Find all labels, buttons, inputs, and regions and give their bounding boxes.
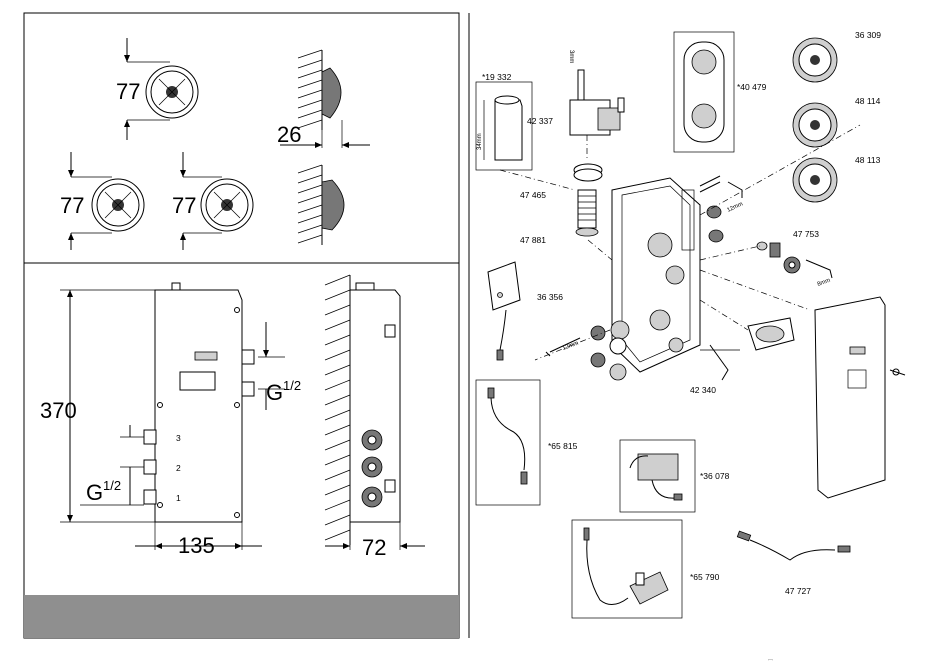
thread-fraction-left: 1/2: [103, 478, 121, 493]
port-label-3: 3: [176, 433, 181, 443]
footer-watermark: ꟷ: [768, 658, 773, 664]
label-8mm: 8mm: [817, 278, 832, 288]
control-body-side: [325, 275, 400, 545]
part-42340-valve: 42 340: [690, 318, 794, 395]
dim-77-right: 77: [172, 193, 196, 218]
dim-77-top: 77: [116, 79, 140, 104]
part-40479-plate: *40 479: [674, 32, 767, 152]
knob-side-profile: [322, 68, 341, 118]
part-36309-knob: 36 309: [793, 30, 881, 82]
label-12mm-top: 12mm: [726, 201, 744, 213]
label-36078: *36 078: [700, 471, 730, 481]
wall-hatch-top: [298, 50, 322, 130]
cover-plate: [815, 297, 905, 498]
label-65815: *65 815: [548, 441, 578, 451]
label-19332: *19 332: [482, 72, 512, 82]
label-47465: 47 465: [520, 190, 546, 200]
part-47727-cable: 47 727: [737, 531, 850, 596]
port-label-1: 1: [176, 493, 181, 503]
left-panel-footer-bar: [24, 595, 459, 638]
part-48114-knob: 48 114: [793, 96, 881, 147]
control-knob-front-left: [92, 179, 144, 231]
dim-77-left: 77: [60, 193, 84, 218]
label-36356: 36 356: [537, 292, 563, 302]
port-label-2: 2: [176, 463, 181, 473]
dim-26: 26: [277, 122, 301, 147]
label-48113: 48 113: [855, 155, 881, 165]
thread-fraction-right: 1/2: [283, 378, 301, 393]
dim-370: 370: [40, 398, 77, 423]
thread-g-right: G: [266, 380, 283, 405]
label-12mm-side: 12mm: [562, 341, 580, 352]
label-47727: 47 727: [785, 586, 811, 596]
label-34mm: 34mm: [477, 133, 483, 150]
label-47881: 47 881: [520, 235, 546, 245]
label-48114: 48 114: [855, 96, 881, 106]
thread-g-left: G: [86, 480, 103, 505]
dim-72: 72: [362, 535, 386, 560]
control-knob-front-right: [201, 179, 253, 231]
wall-hatch-mid: [298, 165, 322, 245]
label-36309: 36 309: [855, 30, 881, 40]
control-knob-front-top: [146, 66, 198, 118]
part-19332-sleeve: *19 332 34mm: [476, 72, 532, 170]
label-42340: 42 340: [690, 385, 716, 395]
label-42337: 42 337: [527, 116, 553, 126]
part-36356-sensor: 36 356: [488, 262, 563, 360]
part-65815-cable: *65 815: [476, 380, 578, 505]
control-body-front: 3 2 1: [144, 283, 254, 522]
dim-135: 135: [178, 533, 215, 558]
part-36078-module: *36 078: [620, 440, 730, 512]
part-47753-fitting: 47 753 8mm: [757, 229, 832, 288]
part-65790-power-supply: *65 790: [572, 520, 720, 618]
label-40479: *40 479: [737, 82, 767, 92]
label-3mm: 3mm: [568, 50, 574, 63]
label-65790: *65 790: [690, 572, 720, 582]
label-47753: 47 753: [793, 229, 819, 239]
part-48113-knob: 48 113: [793, 155, 881, 202]
part-42337-cartridge: 3mm 42 337: [527, 50, 624, 135]
knob-side-profile-2: [322, 180, 344, 230]
